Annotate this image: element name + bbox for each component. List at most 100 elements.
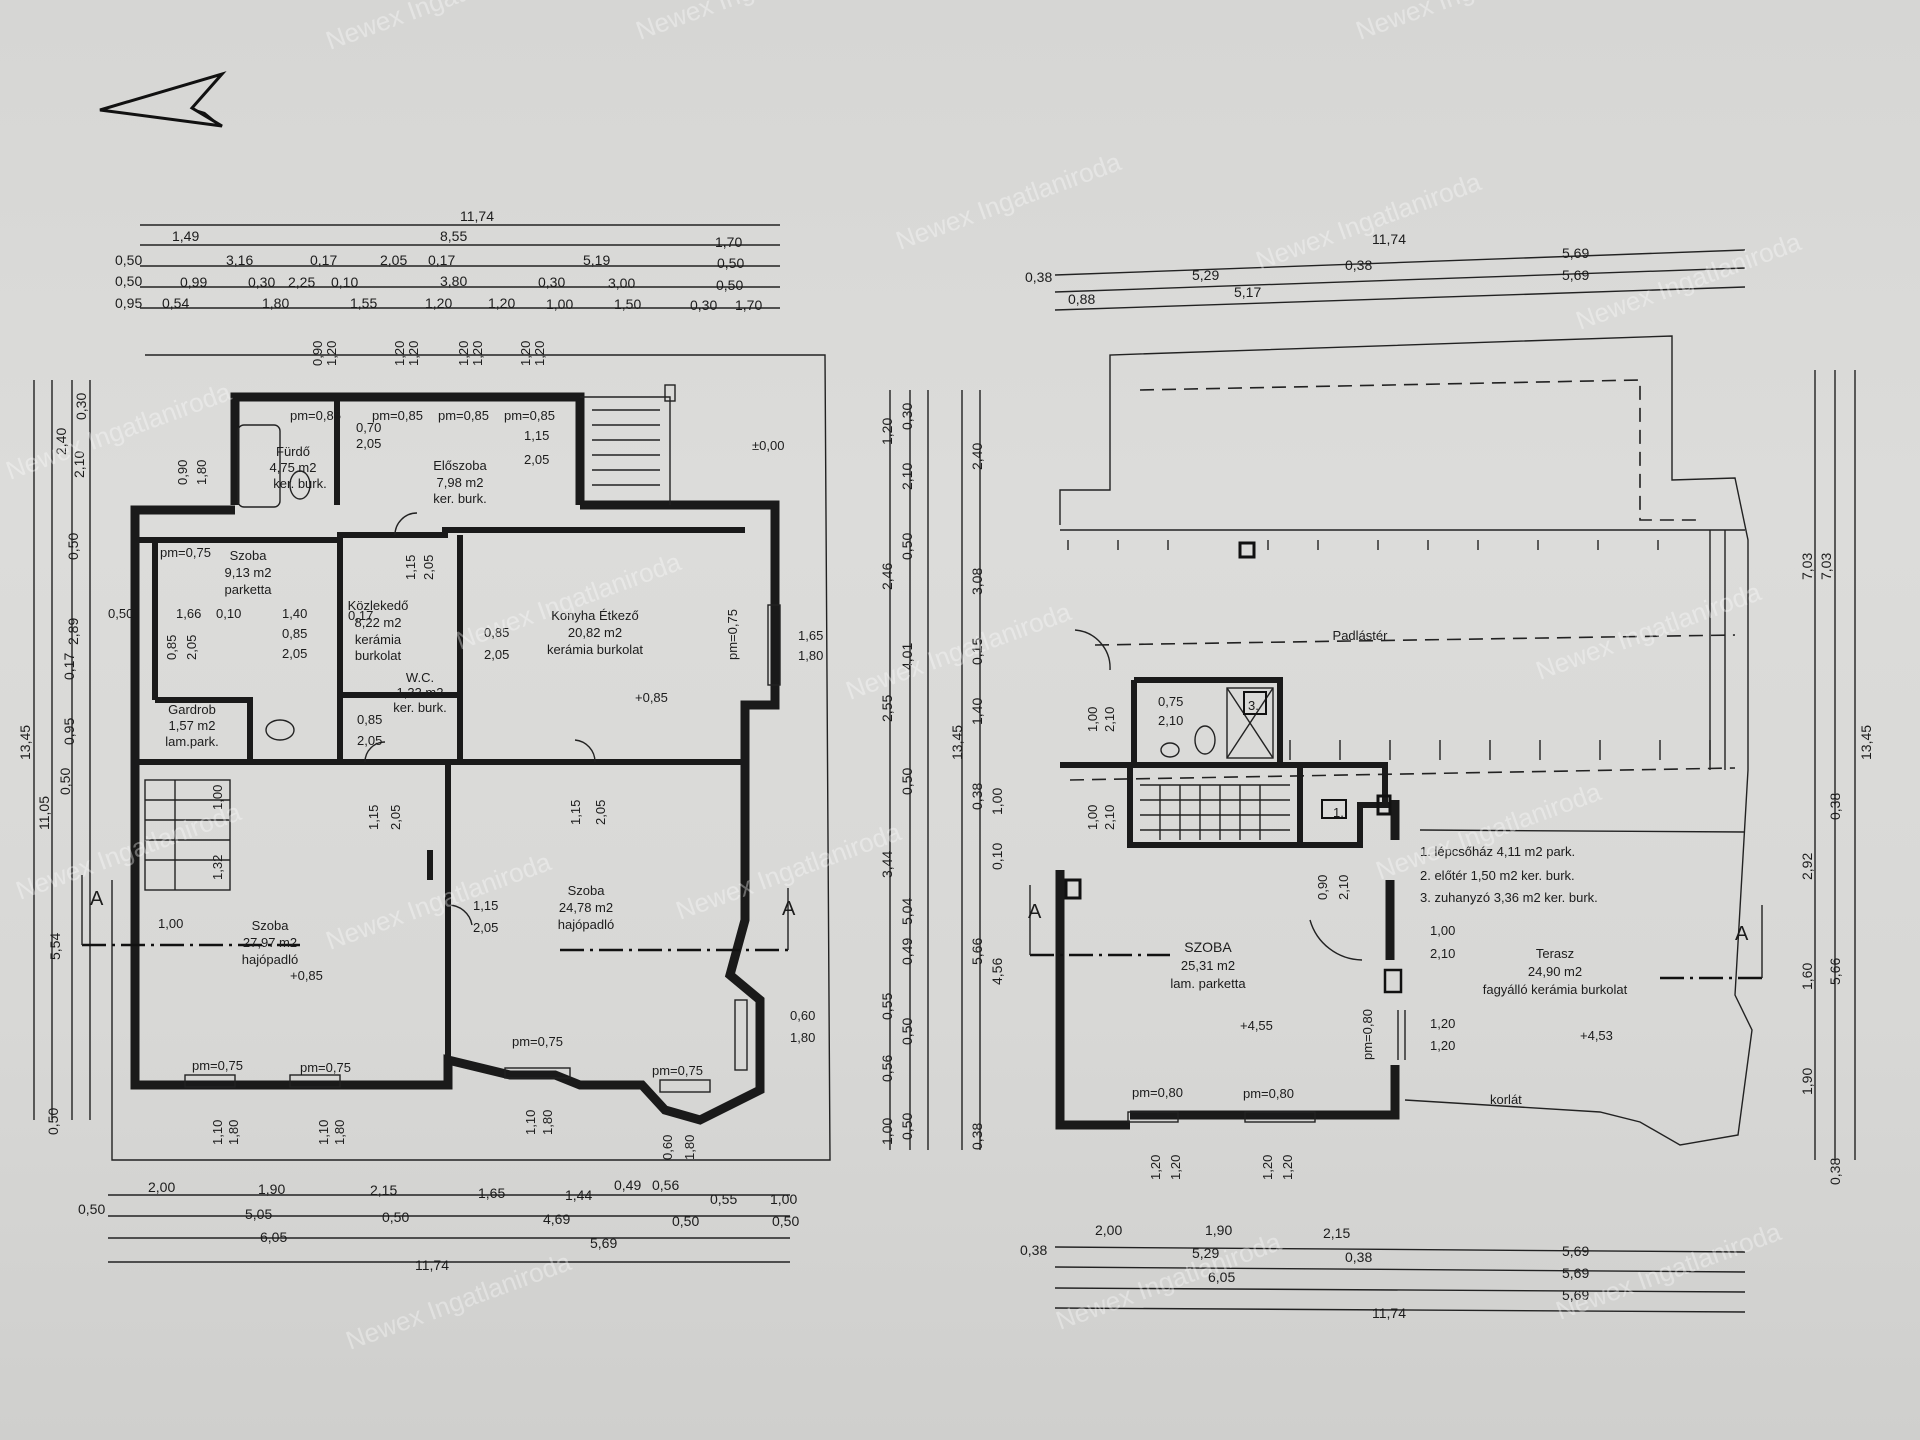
dim-text: 0,50 [108, 606, 133, 621]
upper-floor-plan: 11,74 0,38 5,29 0,38 5,69 0,88 5,17 5,69 [1020, 231, 1874, 1321]
dim-text: 2,10 [1102, 805, 1117, 830]
dim-text: 5,05 [245, 1206, 272, 1222]
dim-text: 1,65 [478, 1185, 505, 1201]
room-area-szoba1: 9,13 m2 [225, 565, 272, 580]
dim-text: 1,65 [798, 628, 823, 643]
upper-room-labels: Padlástér SZOBA 25,31 m2 lam. parketta T… [1028, 628, 1749, 1180]
sill-height-label: pm=0,75 [652, 1063, 703, 1078]
dim-text: 0,17 [348, 608, 373, 623]
dim-text: 0,50 [899, 1018, 915, 1045]
dim-text: 2,89 [65, 618, 81, 645]
dim-text: 0,10 [216, 606, 241, 621]
sill-height-label: pm=0,75 [192, 1058, 243, 1073]
room-name-kozlekedo: Közlekedő [348, 598, 409, 613]
dim-text: 0,30 [538, 274, 565, 290]
dim-text: 1,80 [194, 460, 209, 485]
dim-text: 1,20 [879, 418, 895, 445]
dim-text: 0,30 [248, 274, 275, 290]
room-name-szoba1: Szoba [230, 548, 268, 563]
dim-text: 2,05 [421, 555, 436, 580]
dim-text: 0,10 [989, 843, 1005, 870]
dim-text: 1,00 [1085, 805, 1100, 830]
dim-text: 1,66 [176, 606, 201, 621]
dim-text: 1,10 [210, 1120, 225, 1145]
dim-text: 1,20 [406, 341, 421, 366]
dim-text: 1,20 [1148, 1155, 1163, 1180]
room-finish-terasz: fagyálló kerámia burkolat [1483, 982, 1628, 997]
room-name-padlaster: Padlástér [1333, 628, 1389, 643]
dim-text: 0,50 [382, 1209, 409, 1225]
middle-vertical-dimensions: 13,45 1,20 0,30 2,10 2,40 2,46 0,50 4,01… [879, 390, 1005, 1150]
dim-text: 0,99 [180, 274, 207, 290]
dim-text: 5,69 [590, 1235, 617, 1251]
dim-text: 2,10 [1158, 713, 1183, 728]
watermark-text: Newex Ingatlaniroda [892, 146, 1126, 255]
room-name-szoba3: Szoba [568, 883, 606, 898]
dim-text: 13,45 [1858, 725, 1874, 760]
room-area-kozlekedo: 8,22 m2 [355, 615, 402, 630]
dim-text: 2,05 [524, 452, 549, 467]
dim-text: 8,55 [440, 228, 467, 244]
dim-text: 1,15 [366, 805, 381, 830]
dim-text: 5,66 [969, 938, 985, 965]
room-area-konyha: 20,82 m2 [568, 625, 622, 640]
room-name-konyha: Konyha Étkező [551, 608, 638, 623]
dim-text: 1,20 [1280, 1155, 1295, 1180]
sill-height-label: pm=0,75 [160, 545, 211, 560]
dim-text: 0,85 [164, 635, 179, 660]
dim-text: 1,15 [568, 800, 583, 825]
watermark-text: Newex Ingatlaniroda [1352, 0, 1586, 46]
dim-text: 1,20 [488, 295, 515, 311]
dim-text: 1,20 [1168, 1155, 1183, 1180]
ground-left-dimensions: 13,45 11,05 5,54 2,89 2,40 2,10 0,30 0,5… [17, 380, 91, 1135]
dim-text: 0,17 [310, 252, 337, 268]
dim-text: 11,74 [1372, 1305, 1406, 1321]
room-name-furdo: Fürdő [276, 444, 310, 459]
dim-text: 2,00 [1095, 1222, 1122, 1238]
dim-text: 1,80 [790, 1030, 815, 1045]
dim-text: 1,10 [523, 1110, 538, 1135]
dim-text: 5,69 [1562, 1265, 1589, 1281]
dim-text: 5,69 [1562, 1243, 1589, 1259]
level-mark: +0,85 [635, 690, 668, 705]
room-name-eloszoba: Előszoba [433, 458, 487, 473]
dim-text: 1,20 [1430, 1016, 1455, 1031]
dim-text: 0,50 [899, 533, 915, 560]
sill-height-label: pm=0,80 [1132, 1085, 1183, 1100]
dim-text: 0,95 [115, 295, 142, 311]
dim-text: 1,20 [425, 295, 452, 311]
level-mark: +4,53 [1580, 1028, 1613, 1043]
sill-height-label: pm=0,75 [300, 1060, 351, 1075]
dim-text: 0,38 [1020, 1242, 1047, 1258]
dim-text: 0,95 [61, 718, 77, 745]
upper-bottom-dimensions: 0,38 2,00 1,90 2,15 5,29 0,38 5,69 6,05 … [1020, 1222, 1746, 1321]
room-area-terasz: 24,90 m2 [1528, 964, 1582, 979]
dim-text: 0,49 [899, 938, 915, 965]
ground-room-labels: Fürdő 4,75 m2 ker. burk. Előszoba 7,98 m… [165, 444, 643, 967]
dim-text: 0,55 [879, 993, 895, 1020]
dim-text: 2,15 [1323, 1225, 1350, 1241]
dim-text: 2,92 [1799, 853, 1815, 880]
dim-text: 1,10 [316, 1120, 331, 1145]
dim-text: 2,05 [484, 647, 509, 662]
sill-height-label: pm=0,75 [725, 609, 740, 660]
room-number-1: 1. [1333, 805, 1344, 820]
ground-misc-labels: pm=0,85 pm=0,85 pm=0,85 pm=0,85 0,70 2,0… [90, 341, 823, 1160]
dim-text: 1,32 [210, 855, 225, 880]
dim-text: 1,00 [158, 916, 183, 931]
dim-text: 2,10 [1430, 946, 1455, 961]
dim-text: 2,05 [356, 436, 381, 451]
section-marker: A [1028, 901, 1042, 923]
dim-text: 1,15 [403, 555, 418, 580]
watermark-text: Newex Ingatlaniroda [1572, 226, 1806, 335]
dim-text: 2,40 [969, 443, 985, 470]
dim-text: 1,80 [682, 1135, 697, 1160]
watermark-text: Newex Ingatlaniroda [842, 596, 1076, 705]
sill-height-label: pm=0,80 [1243, 1086, 1294, 1101]
dim-text: 5,17 [1234, 284, 1261, 300]
dim-text: 0,56 [879, 1055, 895, 1082]
dim-text: 2,05 [473, 920, 498, 935]
room-finish-szoba1: parketta [225, 582, 273, 597]
dim-text: 1,00 [989, 788, 1005, 815]
